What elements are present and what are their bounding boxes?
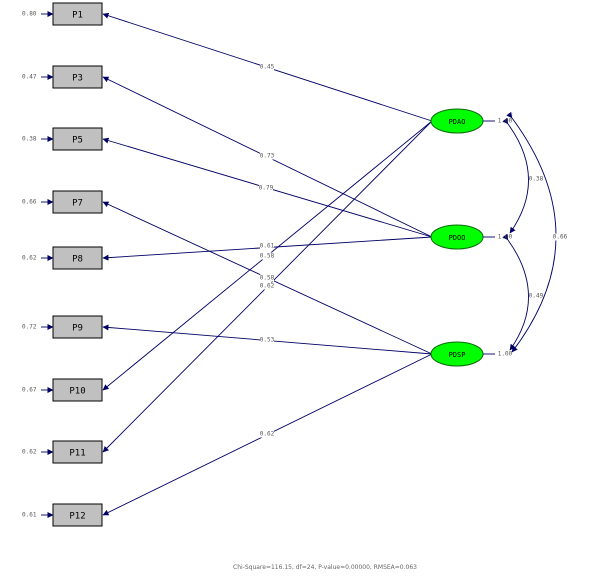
covariance-coefficient: 0.66 xyxy=(553,234,568,241)
observed-p9: P9 0.72 xyxy=(22,315,103,339)
loading-coefficient: 0.61 xyxy=(260,243,275,250)
latent-variance-label: 1.00 xyxy=(498,234,513,241)
loading-coefficient: 0.45 xyxy=(260,64,275,71)
observed-label: P7 xyxy=(72,199,83,209)
observed-label: P8 xyxy=(72,255,83,265)
covariance-pdao-pdsp xyxy=(506,111,557,353)
coefficient-bg xyxy=(260,242,274,250)
observed-label: P9 xyxy=(72,324,83,334)
loading-coefficient: 0.62 xyxy=(260,283,275,290)
observed-p11: P11 0.62 xyxy=(22,440,103,464)
error-variance-label: 0.66 xyxy=(22,199,37,206)
loading-coefficient: 0.53 xyxy=(260,337,275,344)
latent-variance-label: 1.00 xyxy=(498,118,513,125)
error-variance-label: 0.61 xyxy=(22,512,37,519)
latent-pdoo: PDOO 1.00 xyxy=(430,224,513,250)
observed-label: P1 xyxy=(72,11,83,21)
error-variance-label: 0.72 xyxy=(22,324,37,331)
observed-label: P10 xyxy=(69,387,85,397)
loading-coefficient: 0.79 xyxy=(259,185,274,192)
covariance-pdao-pdoo xyxy=(502,117,529,234)
observed-label: P12 xyxy=(69,512,85,522)
coefficient-bg xyxy=(260,252,274,260)
observed-p12: P12 0.61 xyxy=(22,503,103,527)
error-variance-label: 0.67 xyxy=(22,387,37,394)
latent-label: PDSP xyxy=(449,351,466,359)
latent-pdsp: PDSP 1.00 xyxy=(430,341,513,367)
observed-label: P5 xyxy=(72,136,83,146)
coefficient-bg xyxy=(260,152,274,160)
error-variance-label: 0.62 xyxy=(22,255,37,262)
coefficient-bg xyxy=(529,175,543,183)
error-variance-label: 0.80 xyxy=(22,11,37,18)
latent-variance-label: 1.00 xyxy=(498,351,513,358)
error-variance-label: 0.62 xyxy=(22,449,37,456)
observed-p5: P5 0.38 xyxy=(22,127,103,151)
coefficient-bg xyxy=(553,233,567,241)
observed-p10: P10 0.67 xyxy=(22,378,103,402)
latent-label: PDOO xyxy=(449,234,466,242)
coefficient-bg xyxy=(260,63,274,71)
loading-coefficient: 0.58 xyxy=(260,275,275,282)
observed-p8: P8 0.62 xyxy=(22,246,103,270)
coefficient-bg xyxy=(260,336,274,344)
observed-p7: P7 0.66 xyxy=(22,190,103,214)
loading-paths xyxy=(102,12,433,516)
loading-coefficient: 0.62 xyxy=(260,431,275,438)
observed-p3: P3 0.47 xyxy=(22,65,103,89)
path-coefficients: 0.450.730.790.580.610.530.580.620.62 xyxy=(259,63,275,438)
covariance-coefficient: 0.49 xyxy=(529,293,544,300)
latent-pdao: PDAO 1.00 xyxy=(430,108,513,134)
covariance-coefficient: 0.38 xyxy=(529,176,544,183)
loading-coefficient: 0.58 xyxy=(260,253,275,260)
loading-coefficient: 0.73 xyxy=(260,153,275,160)
coefficient-bg xyxy=(260,282,274,290)
error-variance-label: 0.47 xyxy=(22,74,37,81)
coefficient-bg xyxy=(529,292,543,300)
observed-variables: P10.80P30.47P50.38P70.66P80.62P90.72P100… xyxy=(22,2,103,527)
observed-label: P3 xyxy=(72,74,83,84)
covariance-arcs: 0.38 0.49 0.66 xyxy=(502,111,568,353)
coefficient-bg xyxy=(260,274,274,282)
fit-statistics: Chi-Square=116.15, df=24, P-value=0.0000… xyxy=(233,564,417,571)
coefficient-bg xyxy=(259,184,273,192)
coefficient-bg xyxy=(260,430,274,438)
observed-p1: P1 0.80 xyxy=(22,2,103,26)
latent-label: PDAO xyxy=(449,118,466,126)
observed-label: P11 xyxy=(69,449,85,459)
error-variance-label: 0.38 xyxy=(22,136,37,143)
